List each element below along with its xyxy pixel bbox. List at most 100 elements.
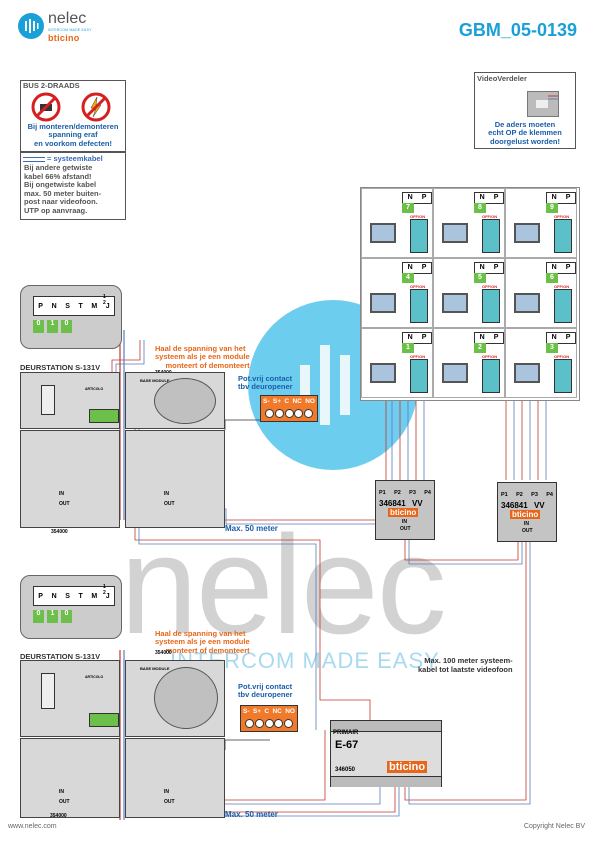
door-module-topleft-2: ARTICOLO xyxy=(20,660,120,737)
monitor-screen-icon xyxy=(442,223,468,243)
terminal-t: T xyxy=(78,592,83,600)
brand-tagline: INTERCOM MADE EASY xyxy=(48,28,92,32)
monitor-address[interactable]: 2 xyxy=(474,343,486,353)
distributor-thumbnail-icon xyxy=(527,91,562,117)
door-module-bottomright-1: IN OUT xyxy=(125,430,225,528)
terminal-m: M xyxy=(91,592,98,600)
distance-label-1: Max. 50 meter xyxy=(225,524,278,533)
module-label: ARTICOLO xyxy=(85,675,104,679)
door-module-topleft-1: ARTICOLO xyxy=(20,372,120,429)
video-distributor-title: VideoVerdeler xyxy=(477,74,527,83)
bus-warning-box: BUS 2-DRAADS Bij monteren/demonteren spa… xyxy=(20,80,126,152)
video-distributor-text: De aders moeten echt OP de klemmen doorg… xyxy=(488,120,562,146)
module-label: ARTICOLO xyxy=(85,387,104,391)
terminal-labels-1: P N S T M J xyxy=(33,296,115,316)
door-station-label-2: DEURSTATION S-131V xyxy=(20,652,101,661)
digit-switches-2: 0 1 0 xyxy=(33,610,72,623)
monitor-address[interactable]: 8 xyxy=(474,203,486,213)
distributor-model: 346841 VV xyxy=(379,499,423,508)
monitor-power-switch[interactable]: OFF/ON xyxy=(482,354,498,359)
distributor-in: IN xyxy=(402,519,407,525)
relay-contact-block-1: S- S+ C NC NO xyxy=(260,395,318,422)
doc-code: GBM_05-0139 xyxy=(458,20,577,40)
monitor-address[interactable]: 4 xyxy=(402,273,414,283)
monitor-address[interactable]: 6 xyxy=(546,273,558,283)
monitor-address[interactable]: 9 xyxy=(546,203,558,213)
camera-module-2: BASE MODULE xyxy=(125,660,225,737)
terminal-labels-2: P N S T M J xyxy=(33,586,115,606)
no-voltage-icon xyxy=(81,92,111,122)
module-label: BASE MODULE xyxy=(140,378,170,383)
door-station-label-1: DEURSTATION S-131V xyxy=(20,363,101,372)
part-number-bottom-1: 354000 xyxy=(51,529,68,535)
digit-switch[interactable]: 0 xyxy=(33,320,44,333)
power-supply-bottom-terminals xyxy=(331,776,441,787)
monitor-screen-icon xyxy=(370,363,396,383)
jumper-j: J xyxy=(105,302,110,310)
nelec-logo-icon xyxy=(18,13,44,39)
camera-module-1: BASE MODULE xyxy=(125,372,225,429)
distributor-brand: bticino xyxy=(510,510,541,519)
digit-switch[interactable]: 0 xyxy=(61,610,72,623)
monitor-terminal-block xyxy=(482,219,500,253)
out-label: OUT xyxy=(164,501,175,507)
monitor-address[interactable]: 5 xyxy=(474,273,486,283)
digit-switch[interactable]: 0 xyxy=(33,610,44,623)
bus-title: BUS 2-DRAADS xyxy=(23,81,80,90)
no-unplug-icon xyxy=(31,92,61,122)
terminal-n: N xyxy=(51,302,57,310)
monitor-power-switch[interactable]: OFF/ON xyxy=(410,214,426,219)
footer-website[interactable]: www.nelec.com xyxy=(8,823,57,830)
terminal-block-2: P N S T M J 1 2 0 1 0 xyxy=(20,575,122,639)
in-label: IN xyxy=(164,789,169,795)
monitor-address[interactable]: 1 xyxy=(402,343,414,353)
monitor-screen-icon xyxy=(514,223,540,243)
monitor-power-switch[interactable]: OFF/ON xyxy=(554,284,570,289)
monitor-power-switch[interactable]: OFF/ON xyxy=(410,284,426,289)
monitor-terminal-block xyxy=(410,359,428,393)
monitor-terminal-block xyxy=(482,289,500,323)
terminal-p: P xyxy=(38,302,43,310)
bus-warning-text: Bij monteren/demonteren spanning eraf en… xyxy=(27,122,119,148)
monitor-screen-icon xyxy=(370,293,396,313)
terminal-s: S xyxy=(65,302,70,310)
in-label: IN xyxy=(164,491,169,497)
contact-title-1: Pot.vrij contact tbv deuropener xyxy=(238,374,293,392)
in-label: IN xyxy=(59,491,64,497)
monitor-terminal-block xyxy=(554,359,572,393)
terminal-p: P xyxy=(38,592,43,600)
door-module-bottomleft-2: IN OUT xyxy=(20,738,120,818)
digit-switch[interactable]: 1 xyxy=(47,610,58,623)
monitor-screen-icon xyxy=(370,223,396,243)
monitor-power-switch[interactable]: OFF/ON xyxy=(482,214,498,219)
power-supply-top-terminals xyxy=(331,721,441,732)
monitor-power-switch[interactable]: OFF/ON xyxy=(482,284,498,289)
contact-terminal-labels: S- S+ C NC NO xyxy=(263,398,315,405)
power-supply-brand: bticino xyxy=(387,761,428,773)
cable-info-text: Bij andere getwiste kabel 66% afstand! B… xyxy=(24,163,102,215)
distributor-out: OUT xyxy=(400,526,411,532)
monitor-address[interactable]: 3 xyxy=(546,343,558,353)
digit-switch[interactable]: 0 xyxy=(61,320,72,333)
jumper-j: J xyxy=(105,592,110,600)
jumper-numbers-1: 1 2 xyxy=(103,294,106,306)
part-number-bottom-2: 354000 xyxy=(50,813,67,819)
terminal-t: T xyxy=(78,302,83,310)
digit-switch[interactable]: 1 xyxy=(47,320,58,333)
monitor-address[interactable]: 7 xyxy=(402,203,414,213)
monitor-power-switch[interactable]: OFF/ON xyxy=(410,354,426,359)
power-supply-label: PRIMAIR xyxy=(333,730,359,736)
monitor-power-switch[interactable]: OFF/ON xyxy=(554,214,570,219)
digit-switches-1: 0 1 0 xyxy=(33,320,72,333)
monitor-power-switch[interactable]: OFF/ON xyxy=(554,354,570,359)
in-label: IN xyxy=(59,789,64,795)
